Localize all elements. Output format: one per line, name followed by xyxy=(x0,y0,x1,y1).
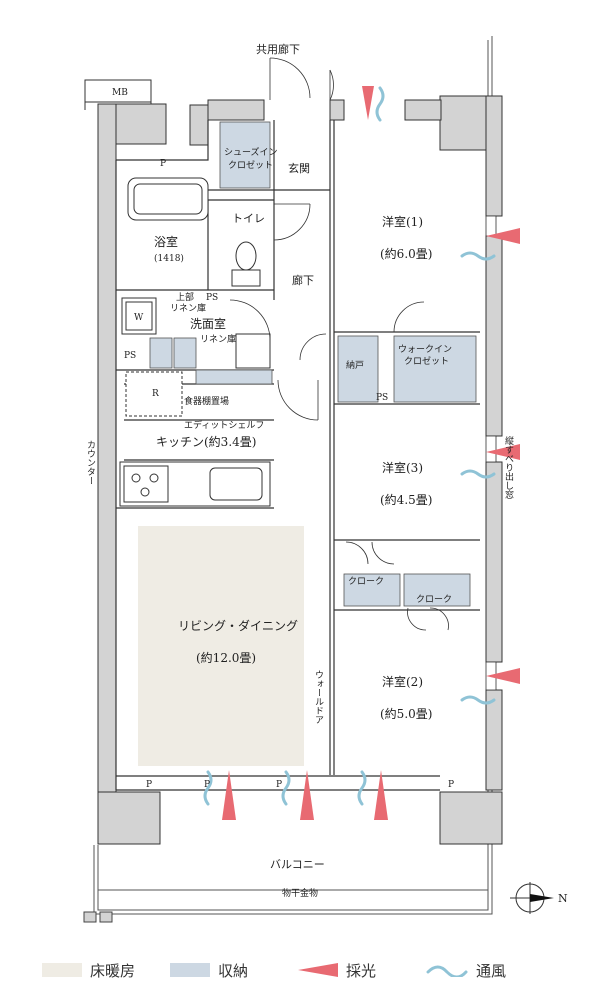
hallway-label: 廊下 xyxy=(292,273,314,287)
toilet-label: トイレ xyxy=(232,212,265,225)
legend-storage: 収納 xyxy=(170,955,248,985)
shoes-closet-label-1: シューズイン xyxy=(224,146,278,158)
living-size-label: (約12.0畳) xyxy=(196,650,256,665)
walkin-label-1: ウォークイン xyxy=(398,344,452,355)
adit-shelf-label: エディットシェルフ xyxy=(184,419,264,431)
drying-hardware-label: 物干金物 xyxy=(282,887,318,899)
legend-daylight-label: 採光 xyxy=(346,961,377,980)
room3-size-label: (約4.5畳) xyxy=(380,492,432,507)
nando-label: 納戸 xyxy=(346,359,364,371)
upper-linen-label-2: リネン庫 xyxy=(170,302,206,314)
dish-storage-label: 食器棚置場 xyxy=(184,395,229,407)
washroom-label: 洗面室 xyxy=(190,316,226,331)
floor-heating-zone xyxy=(138,526,304,766)
ventilation-icon xyxy=(426,965,468,977)
ps-label-1: PS xyxy=(206,293,218,303)
legend: 床暖房 収納 採光 通風 xyxy=(0,955,604,985)
room3-label: 洋室(3) xyxy=(382,460,423,475)
washer-label: W xyxy=(134,313,144,323)
p-label-2: P xyxy=(146,780,152,790)
legend-daylight: 採光 xyxy=(298,955,376,985)
wash-basin xyxy=(235,333,271,369)
daylight-arrows xyxy=(222,86,520,820)
bathtub xyxy=(127,177,209,221)
linen-label: リネン庫 xyxy=(200,333,236,345)
fridge-label: R xyxy=(152,389,159,399)
legend-floor-heating-label: 床暖房 xyxy=(90,961,136,980)
daylight-icon xyxy=(298,963,338,977)
balcony-post-left xyxy=(83,911,97,923)
shoes-closet-label-2: クロゼット xyxy=(228,159,273,171)
balcony-post-right xyxy=(99,911,113,923)
p-label-5: P xyxy=(448,780,454,790)
structural-walls xyxy=(97,95,503,845)
sliding-window-label: 縦すべり出し窓 xyxy=(503,435,514,499)
mb-label: MB xyxy=(112,88,128,98)
p-label-4: P xyxy=(276,780,282,790)
entrance-label: 玄関 xyxy=(288,161,310,175)
mb-box xyxy=(84,79,152,103)
storage-swatch xyxy=(170,963,210,977)
legend-ventilation: 通風 xyxy=(426,955,506,985)
north-label: N xyxy=(558,892,568,905)
counter-label: カウンター xyxy=(85,440,96,485)
bath-label: 浴室 xyxy=(154,234,178,249)
legend-storage-label: 収納 xyxy=(218,961,249,980)
legend-ventilation-label: 通風 xyxy=(476,961,507,980)
legend-floor-heating: 床暖房 xyxy=(42,955,135,985)
ps-label-3: PS xyxy=(376,393,388,403)
toilet-fixture xyxy=(231,269,261,287)
kitchen-label: キッチン(約3.4畳) xyxy=(156,434,256,449)
living-label: リビング・ダイニング xyxy=(178,618,298,633)
p-label-1: P xyxy=(160,159,166,169)
room1-label: 洋室(1) xyxy=(382,214,423,229)
storage-areas xyxy=(149,121,477,607)
cloak-a-label: クローク xyxy=(348,576,384,587)
walkin-label-2: クロゼット xyxy=(404,355,449,367)
room2-label: 洋室(2) xyxy=(382,674,423,689)
fridge-box xyxy=(125,371,183,417)
corridor-label: 共用廊下 xyxy=(256,42,300,56)
wall-door-label: ウォールドア xyxy=(313,670,324,724)
compass-icon xyxy=(510,882,554,914)
p-label-3: P xyxy=(204,780,210,790)
floor-heating-swatch xyxy=(42,963,82,977)
balcony-label: バルコニー xyxy=(270,858,325,871)
room1-size-label: (約6.0畳) xyxy=(380,246,432,261)
ps-label-2: PS xyxy=(124,351,136,361)
bath-size-label: (1418) xyxy=(154,253,184,264)
ventilation-waves xyxy=(203,86,496,806)
washer-box xyxy=(121,297,157,335)
room2-size-label: (約5.0畳) xyxy=(380,706,432,721)
door-swings xyxy=(229,57,449,631)
upper-linen-label-1: 上部 xyxy=(176,291,194,303)
cloak-b-label: クローク xyxy=(416,594,452,605)
